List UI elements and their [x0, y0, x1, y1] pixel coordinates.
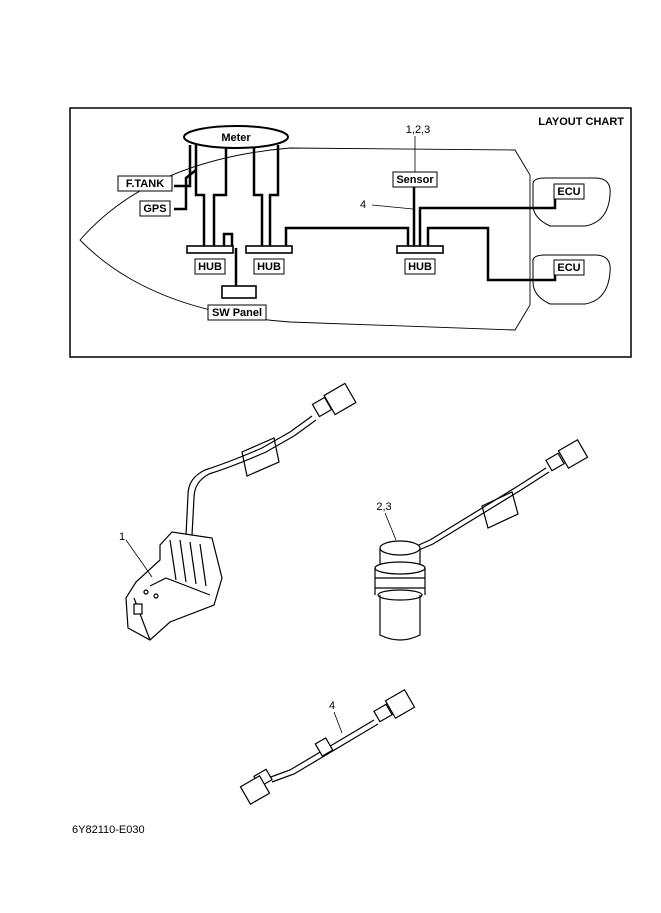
- ecu-2-box: [553, 259, 585, 276]
- part-1-transducer: [125, 382, 357, 641]
- f-tank-label: F.TANK: [126, 178, 164, 190]
- ecu-2-label: ECU: [557, 262, 580, 274]
- sensor-callout: 1,2,3: [406, 124, 430, 136]
- wiring-harness: [174, 145, 557, 286]
- part-4-callout: 4: [329, 700, 335, 712]
- sw-panel-box: [221, 285, 257, 299]
- figure-code: 6Y82110-E030: [72, 824, 145, 836]
- sw-panel-label: SW Panel: [212, 307, 262, 319]
- sensor-label: Sensor: [396, 174, 434, 186]
- layout-chart-title: LAYOUT CHART: [538, 116, 624, 128]
- hub-bar-2: [245, 245, 293, 254]
- layout-chart-frame: [69, 107, 632, 358]
- sw-panel-label-box: [207, 304, 267, 321]
- gps-box: [139, 200, 171, 217]
- hub-3-box: [404, 258, 436, 275]
- meter-gauge: [183, 125, 289, 149]
- ecu-1-box: [553, 183, 585, 200]
- part-4-extension-wire: [239, 689, 416, 805]
- part-23-callout: 2,3: [376, 501, 391, 513]
- hub-2-label: HUB: [257, 261, 281, 273]
- hub-1-box: [194, 258, 226, 275]
- engine-outline-1: [532, 177, 611, 227]
- part-1-callout: 1: [119, 531, 125, 543]
- hub-1-label: HUB: [198, 261, 222, 273]
- f-tank-box: [117, 175, 173, 192]
- hub-bar-1: [186, 245, 234, 254]
- part-23-sensor: [374, 439, 589, 641]
- gps-label: GPS: [143, 203, 166, 215]
- meter-label: Meter: [221, 132, 251, 144]
- wire-callout: 4: [360, 199, 366, 211]
- engine-outline-2: [532, 254, 611, 305]
- hub-bar-3: [396, 245, 444, 254]
- ecu-1-label: ECU: [557, 186, 580, 198]
- hub-3-label: HUB: [408, 261, 432, 273]
- hub-2-box: [253, 258, 285, 275]
